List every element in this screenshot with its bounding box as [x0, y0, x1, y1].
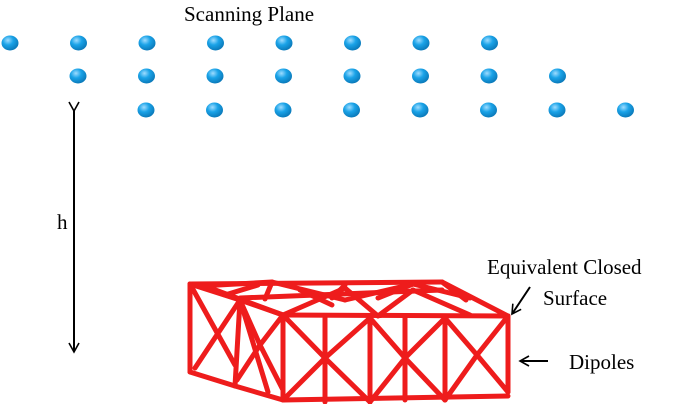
dipole-segment — [442, 352, 480, 403]
scanning-plane-label: Scanning Plane — [184, 2, 315, 26]
dipole-segment — [297, 287, 335, 308]
dipole-segment — [280, 312, 328, 361]
scan-point — [343, 102, 360, 118]
scan-point — [206, 102, 223, 118]
dipole-segment — [439, 279, 469, 303]
scan-point — [138, 35, 156, 51]
scan-point — [412, 68, 429, 84]
surface-pointer-arrow — [511, 286, 531, 316]
dipole-segment — [232, 297, 243, 389]
scan-point — [548, 102, 566, 118]
dipole-segment — [187, 281, 238, 368]
scan-point — [274, 102, 292, 118]
dipole-segment — [280, 393, 511, 403]
scan-point — [138, 68, 155, 84]
surface-label-line2: Surface — [543, 286, 608, 310]
scan-point — [481, 35, 498, 51]
dipole-segment — [234, 342, 263, 383]
equivalent-closed-surface — [187, 279, 511, 405]
dipole-segment — [257, 312, 286, 348]
dipole-segment — [280, 285, 348, 318]
dipole-segment — [257, 342, 286, 393]
scan-point — [70, 35, 87, 51]
dipole-segment — [322, 355, 373, 405]
dipole-segment — [402, 315, 448, 361]
scan-point — [275, 68, 292, 84]
dipole-segment — [442, 315, 480, 358]
surface-label-line1: Equivalent Closed — [487, 255, 642, 279]
scan-point — [480, 102, 497, 118]
dipole-segment — [375, 287, 416, 319]
scan-point — [207, 35, 224, 51]
dipole-segment — [197, 279, 275, 289]
dipole-segment — [232, 383, 286, 403]
scan-point — [206, 68, 224, 84]
dipole-segment — [207, 285, 286, 318]
dipole-segment — [222, 282, 261, 298]
dipole-segment — [410, 287, 473, 318]
dipole-segment — [367, 355, 408, 405]
dipole-segment — [375, 281, 416, 301]
dipole-segment — [402, 355, 448, 403]
scan-point — [411, 102, 429, 118]
scan-point — [549, 68, 566, 84]
scan-point — [1, 35, 19, 51]
scan-point — [344, 35, 361, 51]
scan-point — [617, 102, 634, 118]
scan-point — [275, 35, 293, 51]
scanning-plane-points — [1, 35, 634, 118]
dipole-segment — [187, 369, 238, 389]
dipole-segment — [342, 285, 381, 319]
scan-point — [69, 68, 87, 84]
dipole-segment — [280, 355, 328, 403]
dipole-segment — [237, 297, 271, 395]
dipole-segment — [474, 313, 511, 358]
height-label: h — [57, 210, 68, 234]
dipole-segment — [474, 352, 511, 395]
annotation-arrows — [68, 101, 548, 367]
dipoles-label: Dipoles — [569, 350, 635, 374]
dipole-segment — [367, 315, 408, 361]
scan-point — [343, 68, 361, 84]
scan-point — [480, 68, 498, 84]
dipole-segment — [322, 315, 373, 361]
dipole-segment — [280, 312, 511, 319]
dipole-segment — [192, 297, 243, 371]
scan-point — [137, 102, 155, 118]
scan-point — [412, 35, 430, 51]
dipole-segment — [262, 279, 275, 302]
